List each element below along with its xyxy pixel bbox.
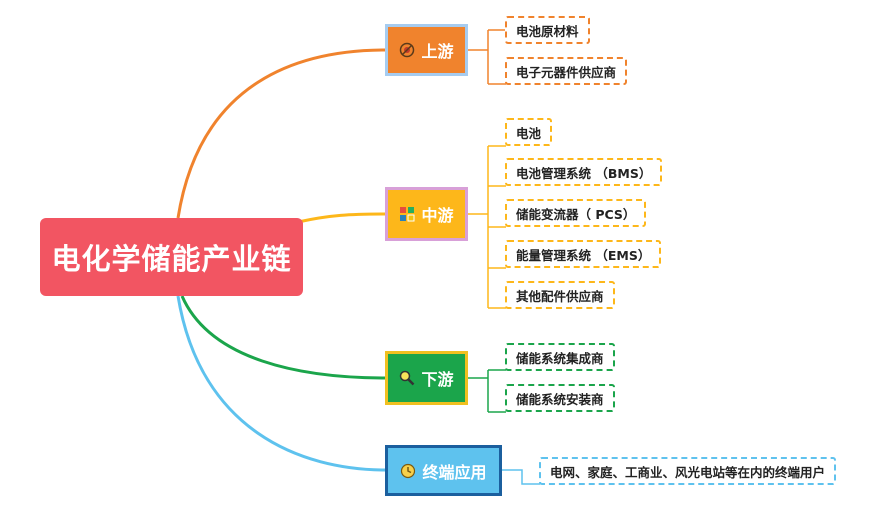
bracket-midstream — [468, 145, 506, 309]
leaf-node[interactable]: 电网、家庭、工商业、风光电站等在内的终端用户 — [539, 457, 837, 485]
clock-icon — [400, 463, 416, 479]
leaf-node[interactable]: 其他配件供应商 — [505, 281, 615, 309]
leaf-node[interactable]: 电子元器件供应商 — [505, 57, 628, 85]
branch-terminal[interactable]: 终端应用 — [385, 445, 502, 496]
branch-label: 上游 — [421, 42, 454, 61]
root-node[interactable]: 电化学储能产业链 — [40, 218, 303, 296]
leaf-node[interactable]: 电池 — [505, 118, 553, 146]
bracket-terminal — [502, 469, 540, 485]
branch-downstream[interactable]: 下游 — [385, 351, 468, 405]
leaf-node[interactable]: 储能系统集成商 — [505, 343, 615, 371]
connector-upstream — [176, 48, 387, 219]
bracket-upstream — [468, 29, 506, 85]
branch-label: 终端应用 — [422, 462, 487, 482]
connector-midstream — [297, 212, 387, 224]
gear-icon — [399, 42, 415, 58]
bracket-downstream — [468, 369, 506, 413]
connector-downstream — [180, 295, 387, 380]
branch-label: 下游 — [421, 370, 454, 389]
puzzle-icon — [399, 206, 415, 222]
connector-terminal — [176, 295, 387, 472]
branch-label: 中游 — [421, 206, 454, 225]
branch-midstream[interactable]: 中游 — [385, 187, 468, 241]
leaf-node[interactable]: 电池管理系统 （BMS） — [505, 158, 663, 186]
leaf-node[interactable]: 储能变流器（ PCS） — [505, 199, 647, 227]
magnifier-icon — [399, 370, 415, 386]
leaf-node[interactable]: 储能系统安装商 — [505, 384, 615, 412]
leaf-node[interactable]: 电池原材料 — [505, 16, 590, 44]
branch-upstream[interactable]: 上游 — [385, 24, 468, 76]
leaf-node[interactable]: 能量管理系统 （EMS） — [505, 240, 662, 268]
